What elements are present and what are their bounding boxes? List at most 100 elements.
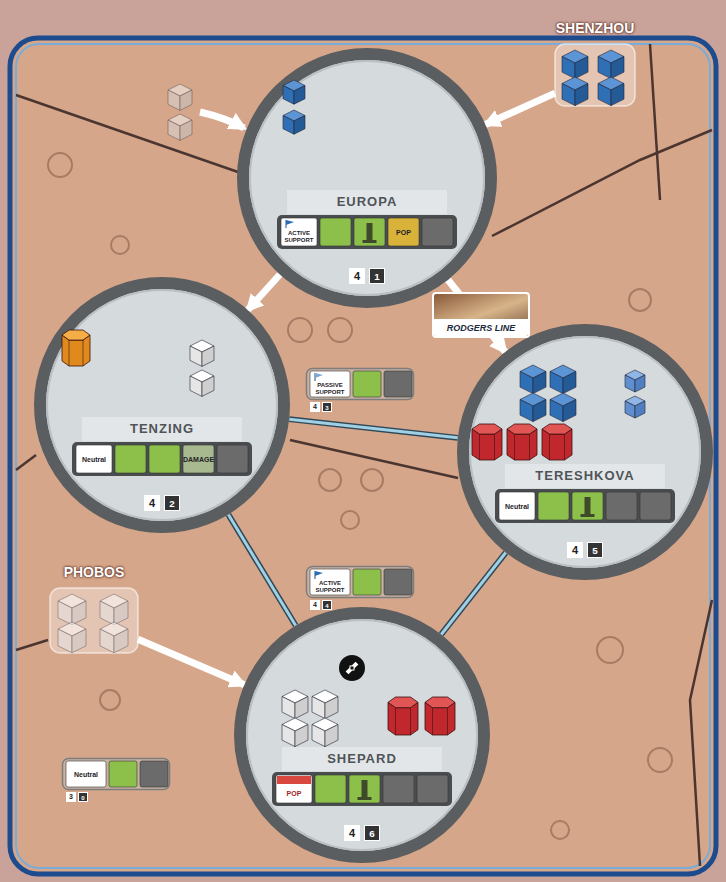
icon-label: PASSIVE SUPPORT xyxy=(310,380,350,397)
cube xyxy=(190,370,214,396)
route-core xyxy=(289,419,458,438)
cube xyxy=(550,365,576,394)
cube xyxy=(598,77,624,106)
track-slot xyxy=(310,371,350,397)
cube xyxy=(58,594,86,625)
slot-strip xyxy=(277,215,457,249)
colony-inner-ring xyxy=(47,290,277,520)
colony-name: SHEPARD xyxy=(234,751,490,767)
route-line xyxy=(228,514,295,625)
cube xyxy=(598,50,624,79)
colony-circle: TERESHKOVANeutral45 xyxy=(457,324,713,580)
colony-circle: SHEPARDPOP46 xyxy=(234,607,490,863)
node-outline xyxy=(457,324,713,580)
slot-strip xyxy=(272,772,452,806)
colony-inner-ring xyxy=(247,620,477,850)
route-box: PASSIVE SUPPORT43 xyxy=(306,368,414,414)
cube xyxy=(58,622,86,653)
route-core xyxy=(228,514,295,625)
colony-disc xyxy=(463,330,707,574)
value-number: 6 xyxy=(364,825,380,841)
map-frame xyxy=(10,38,716,874)
icon-label: Neutral xyxy=(66,761,106,787)
track-slot xyxy=(572,492,603,520)
route-panel xyxy=(307,369,414,400)
track-slot xyxy=(276,775,312,803)
value-number: 4 xyxy=(349,268,365,284)
hex-token xyxy=(388,697,418,735)
cube xyxy=(562,50,588,79)
track-slot xyxy=(353,569,381,595)
satellite-icon xyxy=(339,655,365,681)
cube xyxy=(190,340,214,366)
icon-label: DAMAGE xyxy=(183,445,214,473)
value-number: 4 xyxy=(310,600,320,610)
supply-box: PHOBOS xyxy=(50,588,138,653)
value-number: 4 xyxy=(144,495,160,511)
move-arrow xyxy=(248,274,280,310)
route-panel xyxy=(307,567,414,598)
node-outline xyxy=(50,588,138,653)
track-slot xyxy=(183,445,214,473)
value-number: 0 xyxy=(78,792,88,802)
cube xyxy=(312,690,338,719)
slot-strip xyxy=(495,489,675,523)
colony-disc xyxy=(240,613,484,857)
node-outline xyxy=(555,44,635,106)
track-slot xyxy=(606,492,637,520)
cube xyxy=(520,393,546,422)
supply-heading: SHENZHOU xyxy=(525,20,665,37)
track-slot xyxy=(384,569,412,595)
hex-token xyxy=(472,424,502,460)
cube xyxy=(550,393,576,422)
hex-token xyxy=(425,697,455,735)
colony-name: EUROPA xyxy=(237,194,497,210)
cube xyxy=(100,622,128,653)
route-line xyxy=(248,274,280,310)
route-outline xyxy=(441,553,506,635)
route-core xyxy=(248,274,280,310)
route-card: RODGERS LINE xyxy=(432,292,530,338)
route-line xyxy=(441,553,506,635)
map-frame-inner xyxy=(16,44,710,868)
value-number: 4 xyxy=(310,402,320,412)
node-outline xyxy=(237,48,497,308)
icon-label: POP xyxy=(276,784,312,803)
icon-label: POP xyxy=(388,218,419,246)
track-slot xyxy=(115,445,146,473)
track-slot xyxy=(140,761,168,787)
supply-cubes xyxy=(168,84,192,140)
value-number: 1 xyxy=(369,268,385,284)
track-slot xyxy=(320,218,351,246)
cube xyxy=(283,110,305,134)
hex-token xyxy=(542,424,572,460)
region-border xyxy=(16,44,712,866)
move-arrow xyxy=(200,112,244,128)
track-slot xyxy=(383,775,414,803)
colony-circle: TENZINGNeutralDAMAGE42 xyxy=(34,277,290,533)
value-number: 4 xyxy=(322,600,332,610)
track-slot xyxy=(315,775,346,803)
value-number: 4 xyxy=(567,542,583,558)
route-core xyxy=(441,553,506,635)
cube xyxy=(168,84,192,110)
value-number: 3 xyxy=(66,792,76,802)
card-title: RODGERS LINE xyxy=(434,322,528,334)
route-panel xyxy=(63,759,170,790)
supply-heading: PHOBOS xyxy=(20,564,168,581)
cube xyxy=(625,396,645,418)
route-box: Neutral 30 xyxy=(62,758,170,804)
track-slot xyxy=(76,445,112,473)
track-slot xyxy=(388,218,419,246)
track-slot xyxy=(66,761,106,787)
track-slot xyxy=(310,569,350,595)
track-slot xyxy=(640,492,671,520)
supply-box: SHENZHOU xyxy=(555,44,635,106)
cube xyxy=(312,718,338,747)
cube xyxy=(282,690,308,719)
colony-circle: EUROPAACTIVE SUPPORTPOP41 xyxy=(237,48,497,308)
route-outline xyxy=(248,274,280,310)
cube xyxy=(520,365,546,394)
cube xyxy=(283,80,305,104)
